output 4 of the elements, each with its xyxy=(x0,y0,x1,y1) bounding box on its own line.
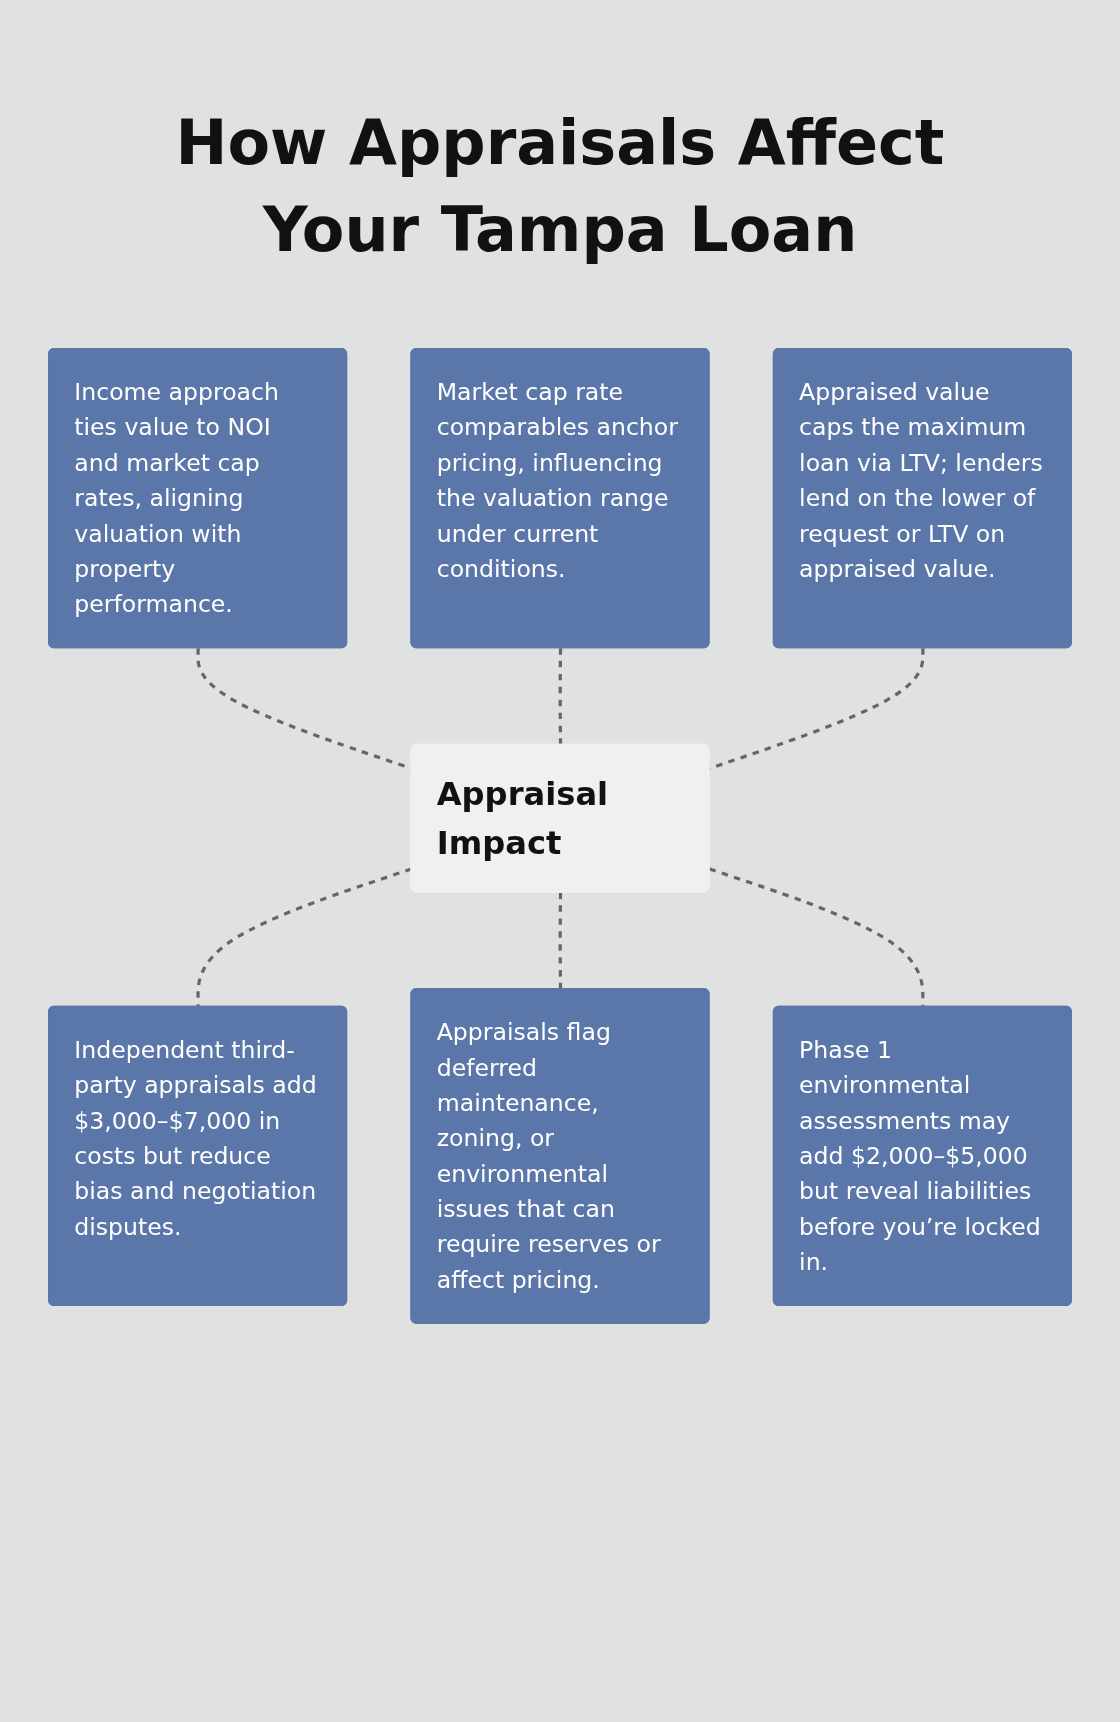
connector xyxy=(709,867,925,1007)
connector xyxy=(558,892,563,990)
title: How Appraisals Affect Your Tampa Loan xyxy=(174,105,946,268)
connector xyxy=(558,648,563,745)
